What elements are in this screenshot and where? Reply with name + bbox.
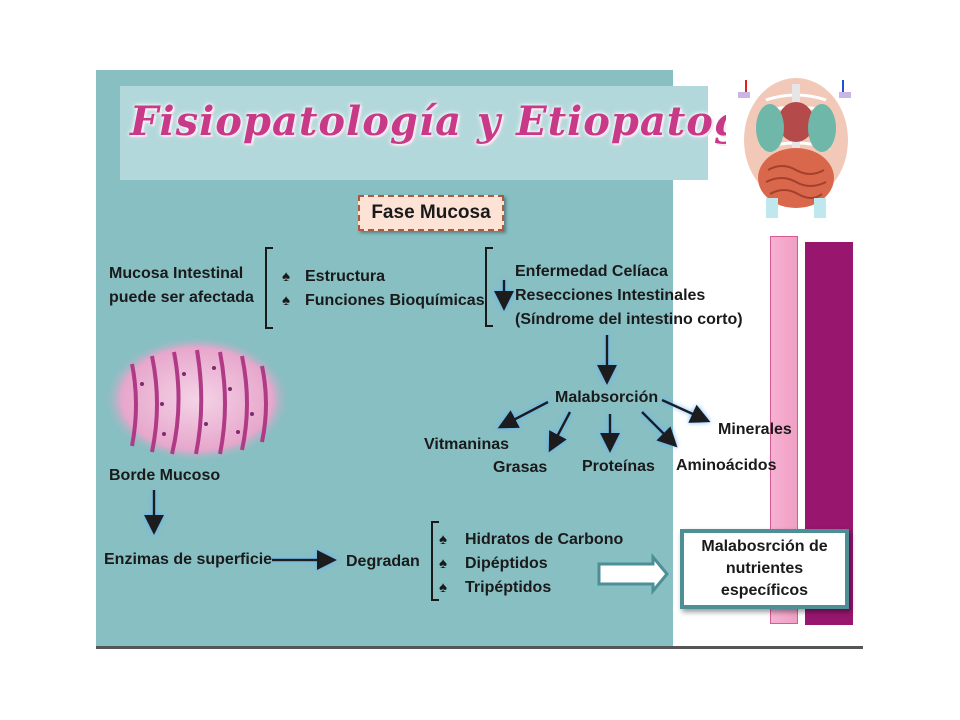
nutrient-fats: Grasas xyxy=(493,459,548,476)
malabsorption-label: Malabsorción xyxy=(555,389,659,406)
nutrient-amino-acids: Aminoácidos xyxy=(676,457,777,474)
affected-item-structure: Estructura xyxy=(305,268,386,285)
mucosa-line-1: Mucosa Intestinal xyxy=(109,265,244,282)
spade-icon: ♠ xyxy=(439,555,447,572)
cause-resection: Resecciones Intestinales xyxy=(515,287,706,304)
spade-icon: ♠ xyxy=(282,268,290,285)
mucosa-line-2: puede ser afectada xyxy=(109,289,254,306)
result-box: Malabosrción de nutrientes específicos xyxy=(680,529,849,609)
nutrient-vitamins: Vitmaninas xyxy=(424,436,510,453)
substrate-carbohydrates: Hidratos de Carbono xyxy=(465,531,624,548)
nutrient-proteins: Proteínas xyxy=(582,458,655,475)
anatomy-illustration xyxy=(726,70,863,220)
spade-icon: ♠ xyxy=(439,579,447,596)
affected-item-biochemical: Funciones Bioquímicas xyxy=(305,292,485,309)
spade-icon: ♠ xyxy=(282,292,290,309)
degrade-label: Degradan xyxy=(346,553,420,570)
bottom-rule xyxy=(96,646,863,649)
substrate-dipeptides: Dipéptidos xyxy=(465,555,548,572)
surface-enzymes-label: Enzimas de superficie xyxy=(104,551,273,568)
cause-short-bowel: (Síndrome del intestino corto) xyxy=(515,311,743,328)
substrate-tripeptides: Tripéptidos xyxy=(465,579,552,596)
title-banner xyxy=(120,86,708,180)
slide: Fisiopatología y Etiopatogénia Fase Muco… xyxy=(96,70,863,650)
cause-celiac: Enfermedad Celíaca xyxy=(515,263,668,280)
nutrient-minerals: Minerales xyxy=(718,421,792,438)
slide-title: Fisiopatología y Etiopatogénia xyxy=(130,98,843,145)
brush-border-label: Borde Mucoso xyxy=(109,467,221,484)
spade-icon: ♠ xyxy=(439,531,447,548)
result-text: Malabosrción de nutrientes específicos xyxy=(701,538,828,599)
phase-label: Fase Mucosa xyxy=(358,195,504,231)
mucosa-micrograph xyxy=(103,335,291,463)
